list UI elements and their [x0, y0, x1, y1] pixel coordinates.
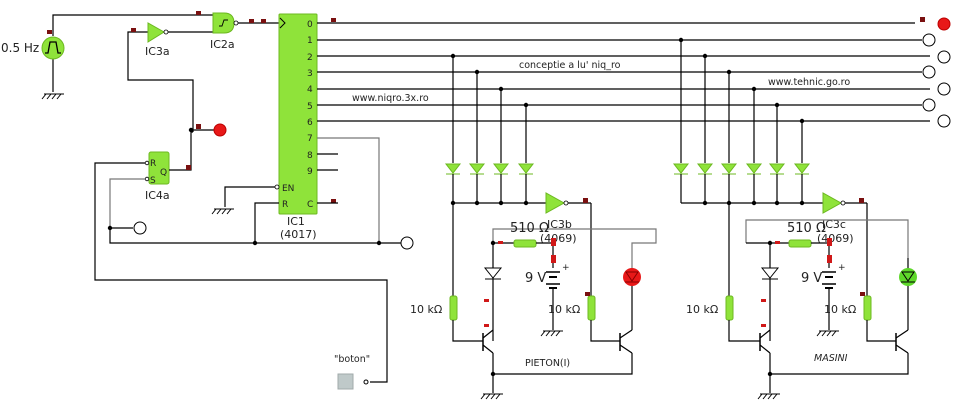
pedestrian-led-icon	[623, 268, 641, 286]
diode-icons	[672, 163, 811, 175]
ic3a-label: IC3a	[145, 45, 170, 58]
pin-9: 9	[307, 167, 313, 177]
pin-2: 2	[307, 53, 313, 63]
cars-stage: IC3c (4069) 10 kΩ 510 Ω + 9 V 10 kΩ	[672, 37, 917, 393]
svg-text:+: +	[838, 263, 846, 273]
push-button[interactable]	[337, 373, 354, 390]
pin-8: 8	[307, 151, 313, 161]
resistor-10k-2-icon	[587, 295, 596, 321]
pin-0: 0	[307, 20, 313, 30]
ic2a-label: IC2a	[210, 38, 235, 51]
svg-text:+: +	[562, 263, 570, 273]
ic3c-label: IC3c	[822, 218, 846, 231]
output-indicators	[400, 17, 951, 250]
inverter-triangle-icon	[147, 22, 165, 43]
ground-icon	[757, 393, 780, 400]
cars-r-base-label: 10 kΩ	[686, 303, 718, 316]
resistor-510-icon	[513, 239, 537, 248]
output-4-led	[937, 82, 951, 96]
ic3b-inverter-icon	[545, 192, 566, 214]
site2-annotation: www.tehnic.go.ro	[768, 77, 850, 88]
output-3-led	[922, 65, 936, 79]
svg-text:S: S	[150, 176, 156, 186]
ped-r-led-label: 510 Ω	[510, 221, 549, 236]
ground-icon	[211, 208, 234, 215]
pulse-generator-icon	[41, 36, 65, 60]
schmitt-symbol-icon	[219, 19, 228, 27]
output-buses	[317, 22, 930, 246]
ped-r-base-label: 10 kΩ	[410, 303, 442, 316]
latch-q-led-on	[213, 123, 227, 137]
ic3b-label: IC3b	[547, 218, 572, 231]
latch-s-indicator	[133, 221, 147, 235]
clock-source[interactable]: 0.5 Hz	[1, 14, 215, 92]
pin-r: R	[282, 200, 288, 210]
cars-r-base2-label: 10 kΩ	[824, 303, 856, 316]
cars-r-led-label: 510 Ω	[787, 221, 826, 236]
output-1-led	[922, 33, 936, 47]
pedestrian-stage-title: PIETON(I)	[525, 358, 570, 369]
output-5-led	[922, 98, 936, 112]
reset-button-wire	[94, 162, 388, 383]
ic3c-part-label: (4069)	[817, 232, 854, 245]
concept-annotation: conceptie a lu' niq_ro	[519, 60, 621, 71]
clock-wire	[52, 14, 215, 36]
en-ground-wire	[224, 186, 275, 207]
pin-1: 1	[307, 36, 313, 46]
ped-r-base2-label: 10 kΩ	[548, 303, 580, 316]
boton-button[interactable]: "boton"	[334, 354, 370, 390]
pin-c: C	[307, 200, 313, 210]
counter-body	[278, 13, 318, 215]
pin-6: 6	[307, 118, 313, 128]
pedestrian-stage: IC3b (4069) 10 kΩ 510 Ω + 9 V	[410, 53, 657, 393]
ic3b-part-label: (4069)	[540, 232, 577, 245]
ground-icon	[540, 330, 563, 337]
diode-icons	[444, 163, 535, 175]
resistor-10k-icon	[449, 295, 458, 321]
reset-wire	[254, 202, 379, 244]
ic1-label: IC1	[287, 215, 305, 228]
ground-icon	[816, 330, 839, 337]
output-7-indicator	[400, 236, 414, 250]
svg-text:R: R	[150, 159, 156, 169]
pin-en: EN	[282, 184, 294, 194]
pin-7: 7	[307, 134, 313, 144]
latch-body	[148, 151, 170, 185]
pin-4: 4	[307, 85, 313, 95]
ground-icon	[480, 393, 503, 400]
output-2-led	[937, 50, 951, 64]
ic4a-rs-latch[interactable]: R S Q IC4a	[94, 123, 388, 383]
diode-taps	[678, 37, 805, 163]
cars-battery-label: 9 V	[801, 271, 822, 286]
square-wave-icon	[45, 41, 61, 54]
svg-text:Q: Q	[160, 168, 167, 178]
diode-taps	[450, 53, 529, 163]
ic4a-label: IC4a	[145, 189, 170, 202]
ic3a-inverter[interactable]: IC3a	[127, 22, 213, 132]
ic1-part-label: (4017)	[280, 228, 317, 241]
pin-3: 3	[307, 69, 313, 79]
output-6-led	[937, 114, 951, 128]
ic1-4017-counter[interactable]: 0 1 2 3 4 5 6 7 8 9 EN R C IC1 (4017)	[224, 13, 379, 244]
clock-frequency-label: 0.5 Hz	[1, 41, 39, 55]
clock-input-icon	[279, 17, 286, 29]
pin-5: 5	[307, 102, 313, 112]
probe-marker	[47, 30, 52, 34]
ped-battery-label: 9 V	[525, 271, 546, 286]
nand-gate-icon	[212, 12, 235, 34]
ground-icon	[41, 93, 64, 100]
site1-annotation: www.niqro.3x.ro	[352, 93, 429, 104]
ic3c-inverter-icon	[822, 192, 843, 214]
ic2a-nand-gate[interactable]: IC2a	[196, 11, 280, 51]
cars-stage-title: MASINI	[814, 353, 848, 364]
cars-led-icon	[899, 268, 917, 286]
button-label: "boton"	[334, 354, 370, 365]
output-0-led-on	[937, 17, 951, 31]
